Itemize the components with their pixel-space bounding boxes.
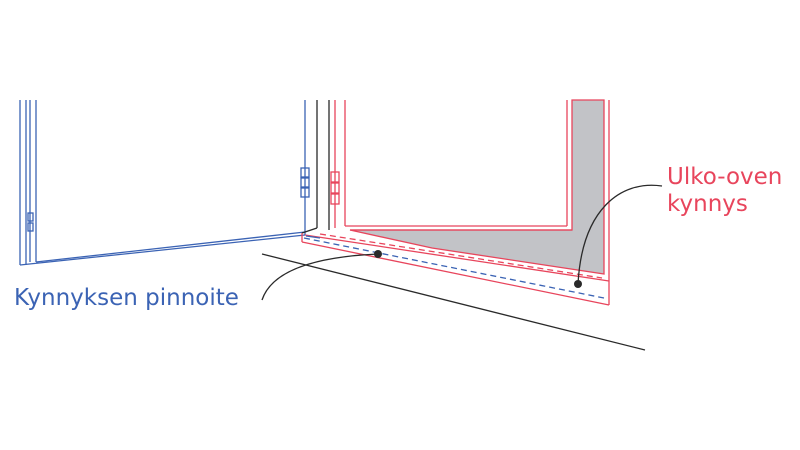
threshold-label-line2: kynnys <box>667 191 748 217</box>
open-door-leaf <box>19 100 306 266</box>
threshold-coating-layer <box>303 235 605 299</box>
threshold-slab <box>301 233 610 306</box>
frame-dark-lines <box>301 100 330 234</box>
floor-line <box>261 253 646 351</box>
coating-leader <box>261 250 382 301</box>
threshold-label: Ulko-oven kynnys <box>667 164 782 218</box>
door-frame-post <box>300 100 310 235</box>
threshold-label-line1: Ulko-oven <box>667 164 783 190</box>
threshold-leader <box>574 184 663 288</box>
coating-label: Kynnyksen pinnoite <box>14 285 239 311</box>
outer-door-frame <box>330 100 568 228</box>
